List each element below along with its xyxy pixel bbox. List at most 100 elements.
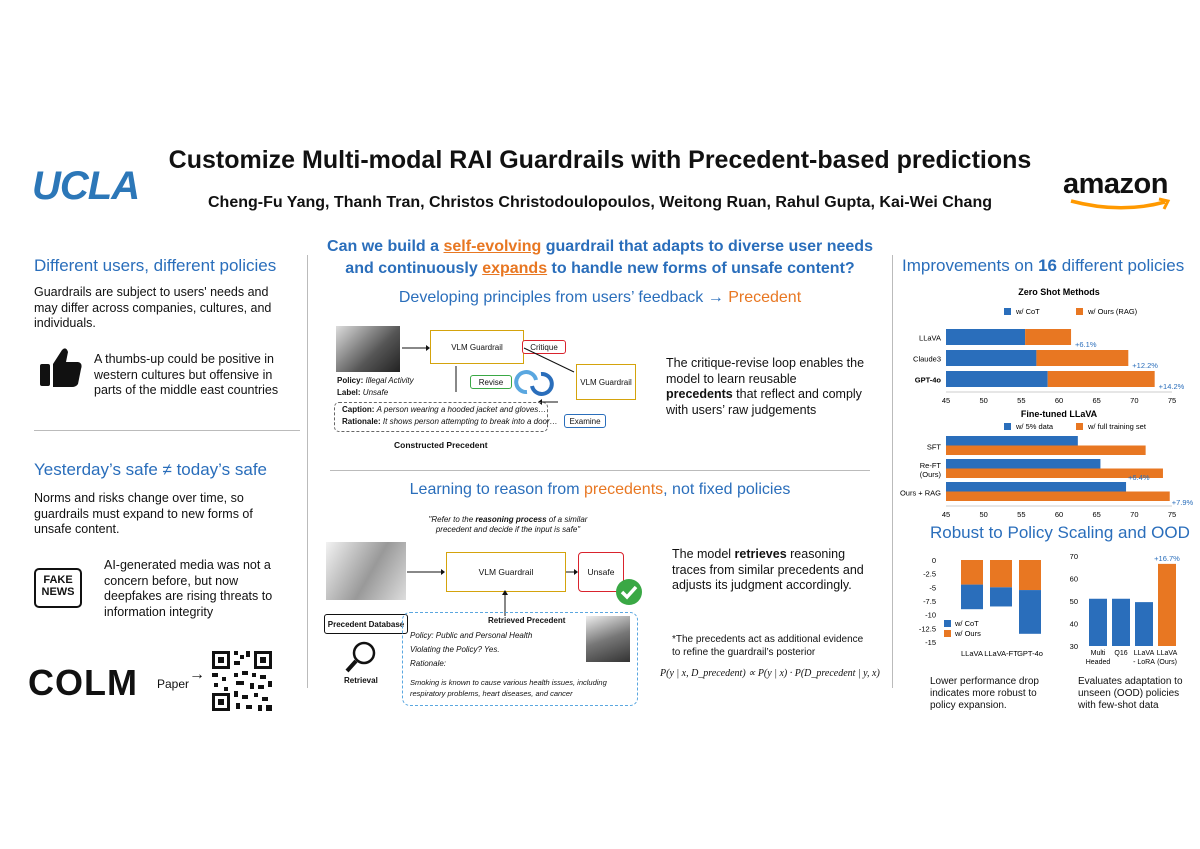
legend-label: w/ Ours (RAG)	[1087, 307, 1138, 316]
tick-label: 50	[1070, 597, 1078, 606]
section-title-precedent: Developing principles from users’ feedba…	[398, 289, 802, 306]
tick-label: 45	[942, 396, 950, 405]
divider-mid-horizontal	[330, 470, 870, 471]
examine-label: Examine	[564, 414, 606, 428]
tick-label: -12.5	[919, 624, 936, 633]
section-title-reasoning: Learning to reason from precedents, not …	[409, 481, 791, 498]
chart-title: Zero Shot Methods	[1018, 287, 1100, 297]
label-line: Label: Unsafe	[337, 388, 389, 397]
retrieved-violation: Violating the Policy? Yes.	[410, 645, 500, 654]
bar	[1112, 598, 1130, 646]
legend-label: w/ Ours	[954, 629, 981, 638]
section-title-improvements: Improvements on 16 different policies	[902, 256, 1185, 275]
bar-ours	[1019, 560, 1041, 591]
retrieval-arrows	[407, 569, 578, 616]
tick-label: (Ours)	[1157, 659, 1177, 666]
caption-ood: Evaluates adaptation to unseen (OOD) pol…	[1078, 676, 1183, 711]
tick-label: 40	[1070, 620, 1078, 629]
section-title-robust: Robust to Policy Scaling and OOD	[930, 523, 1190, 542]
tick-label: -2.5	[923, 570, 936, 579]
tick-label: 0	[932, 556, 936, 565]
tick-label: LLaVA	[1134, 650, 1155, 657]
legend-swatch	[1004, 423, 1011, 430]
vlm-guardrail-box-2: VLM Guardrail	[576, 364, 636, 400]
tick-label: 65	[1092, 396, 1100, 405]
retrieval-description: The model retrieves reasoning traces fro…	[672, 547, 864, 592]
tick-label: 55	[1017, 510, 1025, 519]
tick-label: SFT	[927, 443, 942, 452]
research-question: Can we build a self-evolving guardrail t…	[327, 238, 873, 277]
divider-left-horizontal	[34, 430, 300, 431]
chart-title: Fine-tuned LLaVA	[1021, 409, 1098, 419]
amazon-smile-icon	[1070, 197, 1171, 210]
constructed-precedent-label: Constructed Precedent	[394, 440, 488, 450]
bar	[1089, 598, 1107, 646]
tick-label: 60	[1055, 510, 1063, 519]
bar-ours	[990, 560, 1012, 588]
tick-label: 55	[1017, 396, 1025, 405]
bar-5pct	[946, 436, 1078, 446]
tick-label: Claude3	[913, 355, 941, 364]
section-title-users: Different users, different policies	[34, 256, 277, 275]
section-body-change: Norms and risks change over time, so gua…	[34, 491, 253, 536]
tick-label: - LoRA	[1133, 659, 1155, 666]
paper-label: Paper	[157, 677, 190, 691]
tick-label: Q16	[1114, 650, 1127, 657]
amazon-logo: amazon	[1063, 168, 1171, 210]
posterior-note: *The precedents act as additional eviden…	[672, 634, 864, 658]
posterior-formula: P(y | x, D_precedent) ∝ P(y | x) · P(D_p…	[660, 668, 880, 679]
portrait-photo	[586, 616, 630, 662]
tick-label: 60	[1070, 575, 1078, 584]
precedent-loop-description: The critique-revise loop enables the mod…	[666, 356, 865, 417]
thumbs-up-icon	[40, 348, 82, 387]
tick-label: 75	[1168, 396, 1176, 405]
retrieved-precedent-title: Retrieved Precedent	[488, 616, 566, 625]
tick-label: LLaVA	[919, 334, 941, 343]
tick-label: Headed	[1086, 659, 1111, 666]
data-label: +16.7%	[1154, 554, 1180, 563]
data-label: +6.4%	[1128, 473, 1150, 482]
smoking-photo	[326, 542, 406, 600]
tick-label: 70	[1070, 552, 1078, 561]
retrieved-rationale-text: Smoking is known to cause various health…	[410, 678, 607, 698]
tick-label: 70	[1130, 510, 1138, 519]
poster-authors: Cheng-Fu Yang, Thanh Tran, Christos Chri…	[208, 194, 992, 211]
tick-label: -10	[925, 611, 936, 620]
tick-label: -15	[925, 638, 936, 647]
arrow-icon: →	[189, 666, 205, 683]
tick-label: Re-FT	[920, 461, 942, 470]
legend-label: w/ CoT	[1015, 307, 1040, 316]
constructed-precedent-box	[334, 402, 548, 432]
tick-label: -7.5	[923, 597, 936, 606]
vlm-guardrail-box-3: VLM Guardrail	[446, 552, 566, 592]
precedent-loop-arrows	[402, 345, 575, 405]
retrieval-label: Retrieval	[344, 676, 378, 685]
retrieved-policy: Policy: Public and Personal Health	[410, 631, 533, 640]
bar-full	[946, 491, 1170, 501]
amazon-logo-text: amazon	[1063, 168, 1168, 200]
section-title-change: Yesterday’s safe ≠ today’s safe	[34, 460, 267, 479]
bar	[1135, 602, 1153, 646]
tick-label: LLaVA	[1157, 650, 1178, 657]
tick-label: 45	[942, 510, 950, 519]
vlm-guardrail-box-1: VLM Guardrail	[430, 330, 524, 364]
divider-left	[307, 255, 308, 688]
tick-label: Ours + RAG	[900, 489, 941, 498]
critique-label: Critique	[522, 340, 566, 354]
magnifier-icon	[345, 641, 376, 673]
bar-cot	[946, 329, 1026, 345]
qr-code[interactable]	[210, 649, 274, 713]
section-body-users: Guardrails are subject to users' needs a…	[34, 285, 272, 330]
tick-label: Multi	[1091, 650, 1106, 657]
tick-label: 50	[979, 396, 987, 405]
legend-swatch	[1076, 423, 1083, 430]
bar-full	[946, 468, 1163, 478]
data-label: +6.1%	[1075, 340, 1097, 349]
policy-line: Policy: Illegal Activity	[337, 376, 414, 385]
unsafe-output-box: Unsafe	[578, 552, 624, 592]
fake-news-note: AI-generated media was not a concern bef…	[104, 558, 273, 619]
legend-swatch	[944, 630, 951, 637]
tick-label: 60	[1055, 396, 1063, 405]
